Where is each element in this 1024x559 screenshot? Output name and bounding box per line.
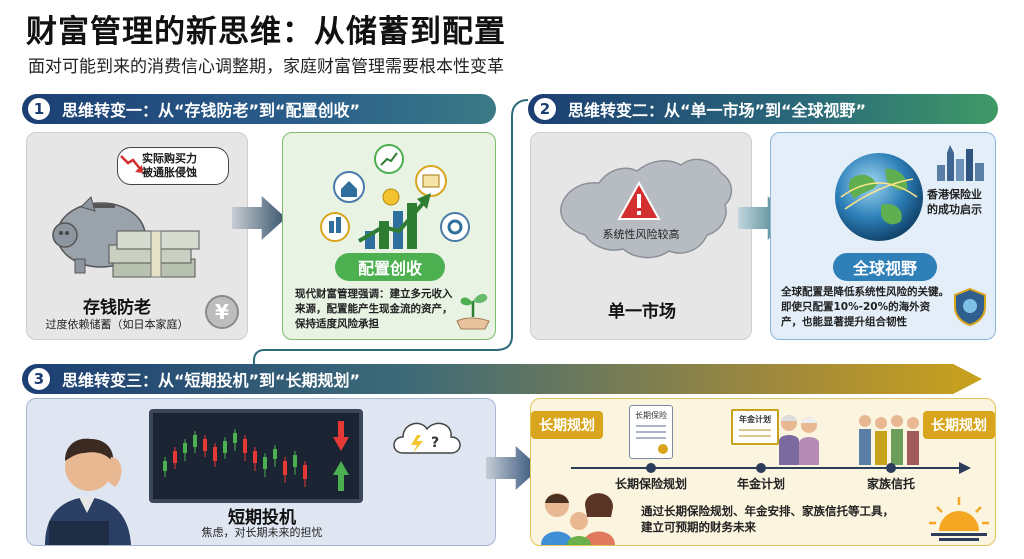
saving-caption: 过度依赖储蓄（如日本家庭） xyxy=(45,318,189,331)
inflation-bubble: 实际购买力 被通胀侵蚀 xyxy=(117,147,229,185)
growth-chart-icon xyxy=(320,144,470,249)
global-view-panel: 香港保险业 的成功启示 全球视野 全球配置是降低系统性风险的关键。即使只配置10… xyxy=(770,132,996,340)
family-icon xyxy=(859,415,919,465)
section-3-banner: 3 思维转变三：从“短期投机”到“长期规划” xyxy=(22,364,982,394)
section-3-number: 3 xyxy=(26,366,52,392)
cash-stack-icon xyxy=(108,230,200,278)
long-term-tag-left: 长期规划 xyxy=(531,411,603,439)
globe-icon xyxy=(835,153,923,241)
annuity-certificate-icon: 年金计划 xyxy=(731,409,779,445)
saving-label: 存钱防老 xyxy=(83,298,151,318)
long-term-panel: 长期规划 长期规划 长期保险 年金计划 长期保险规划 年金计划 家族信托 xyxy=(530,398,996,546)
hong-kong-skyline-icon xyxy=(937,145,984,181)
down-arrow-icon xyxy=(333,421,349,451)
allocation-caption: 现代财富管理强调：建立多元收入来源，配置能产生现金流的资产，保持适度风险承担 xyxy=(295,288,453,330)
yen-coin-icon: ¥ xyxy=(205,295,239,329)
page-title: 财富管理的新思维：从储蓄到配置 xyxy=(26,14,506,50)
candlestick-chart-icon xyxy=(163,429,307,487)
risk-label: 系统性风险较高 xyxy=(602,228,680,241)
saving-panel: 实际购买力 被通胀侵蚀 存钱防老 过度依赖储蓄（如日本家庭） ¥ xyxy=(26,132,248,340)
sunrise-icon xyxy=(929,497,989,541)
trading-monitor xyxy=(149,409,363,503)
elderly-couple-icon xyxy=(779,415,819,465)
timeline-label-annuity: 年金计划 xyxy=(736,477,785,491)
up-arrow-icon xyxy=(333,461,349,491)
worried-person-icon xyxy=(45,438,131,545)
warning-icon xyxy=(617,181,661,220)
allocation-pill: 配置创收 xyxy=(335,253,445,281)
timeline-label-trust: 家族信托 xyxy=(866,477,915,491)
section-2-banner: 2 思维转变二：从“单一市场”到“全球视野” xyxy=(528,94,998,124)
storm-cloud-icon: ? xyxy=(393,422,461,454)
section-2-number: 2 xyxy=(532,96,558,122)
sprout-hand-icon xyxy=(456,293,490,330)
single-market-label: 单一市场 xyxy=(608,302,676,322)
section-2-heading: 思维转变二：从“单一市场”到“全球视野” xyxy=(568,101,867,120)
flow-connector xyxy=(253,99,529,370)
speculation-label: 短期投机 xyxy=(228,508,296,528)
annuity-doc-title: 年金计划 xyxy=(739,415,771,424)
long-term-caption: 通过长期保险规划、年金安排、家族信托等工具， 建立可预期的财务未来 xyxy=(641,504,894,534)
happy-family-icon xyxy=(541,493,615,545)
global-view-caption: 全球配置是降低系统性风险的关键。即使只配置10%-20%的海外资产，也能显著提升… xyxy=(781,286,949,328)
section-1-banner: 1 思维转变一：从“存钱防老”到“配置创收” xyxy=(22,94,496,124)
svg-text:?: ? xyxy=(431,435,439,451)
allocation-panel: 配置创收 现代财富管理强调：建立多元收入来源，配置能产生现金流的资产，保持适度风… xyxy=(282,132,496,340)
section-3-heading: 思维转变三：从“短期投机”到“长期规划” xyxy=(62,371,361,390)
shield-icon xyxy=(954,287,986,327)
long-term-tag-right: 长期规划 xyxy=(923,411,995,439)
timeline-arrow xyxy=(571,462,971,474)
section-1-heading: 思维转变一：从“存钱防老”到“配置创收” xyxy=(62,101,361,120)
section-1-number: 1 xyxy=(26,96,52,122)
speculation-panel: ? 短期投机 焦虑，对长期未来的担忧 xyxy=(26,398,496,546)
insurance-doc-title: 长期保险 xyxy=(635,411,667,420)
insurance-doc-icon: 长期保险 xyxy=(629,405,673,459)
page-subtitle: 面对可能到来的消费信心调整期，家庭财富管理需要根本性变革 xyxy=(28,57,504,77)
global-view-pill: 全球视野 xyxy=(833,253,937,281)
single-market-panel: 系统性风险较高 单一市场 xyxy=(530,132,752,340)
timeline-label-insurance: 长期保险规划 xyxy=(614,477,687,491)
hk-note: 香港保险业 的成功启示 xyxy=(927,188,982,216)
speculation-caption: 焦虑，对长期未来的担忧 xyxy=(201,526,323,539)
down-trend-icon xyxy=(120,155,143,173)
